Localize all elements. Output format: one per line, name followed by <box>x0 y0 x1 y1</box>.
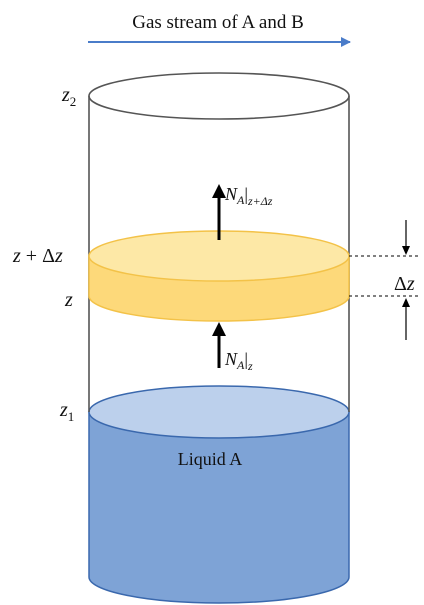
z-label: z <box>64 289 73 311</box>
cylinder-top-ellipse <box>88 72 350 120</box>
z1-label: z1 <box>59 399 74 424</box>
flux-top-label: NA|z+Δz <box>224 184 273 208</box>
flux-bottom-label: NA|z <box>224 349 253 373</box>
liquid-body <box>88 411 350 604</box>
flux-arrow-top-head <box>212 184 226 198</box>
dz-arrow-up-head <box>402 298 410 307</box>
z-plus-dz-label: z + Δz <box>12 245 63 267</box>
dz-arrow-down-head <box>402 246 410 255</box>
flux-arrow-bottom-head <box>212 322 226 336</box>
dz-label: Δz <box>394 273 415 295</box>
liquid-surface <box>88 385 350 439</box>
stream-label: Gas stream of A and B <box>132 12 304 33</box>
z2-label: z2 <box>61 84 76 109</box>
liquid-label: Liquid A <box>178 449 243 469</box>
